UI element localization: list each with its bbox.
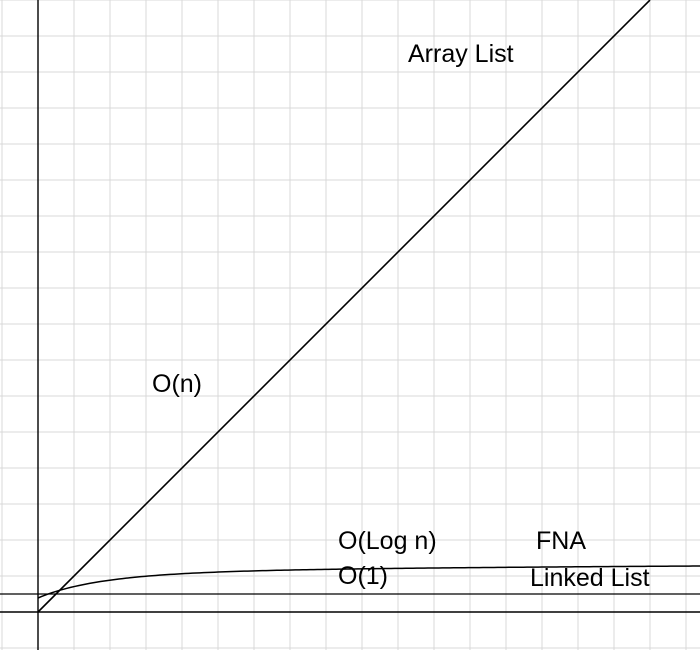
label-array-list: Array List (408, 40, 514, 68)
series-line-logarithmic (37, 565, 700, 599)
series-lines (37, 0, 700, 613)
label-fna: FNA (536, 527, 586, 555)
label-constant-complexity: O(1) (338, 562, 388, 590)
label-logarithmic-complexity: O(Log n) (338, 527, 437, 555)
label-linked-list: Linked List (530, 564, 650, 592)
series-line-linear (37, 0, 651, 613)
label-linear-complexity: O(n) (152, 370, 202, 398)
chart-labels: O(n) Array List O(Log n) FNA O(1) Linked… (152, 40, 650, 592)
